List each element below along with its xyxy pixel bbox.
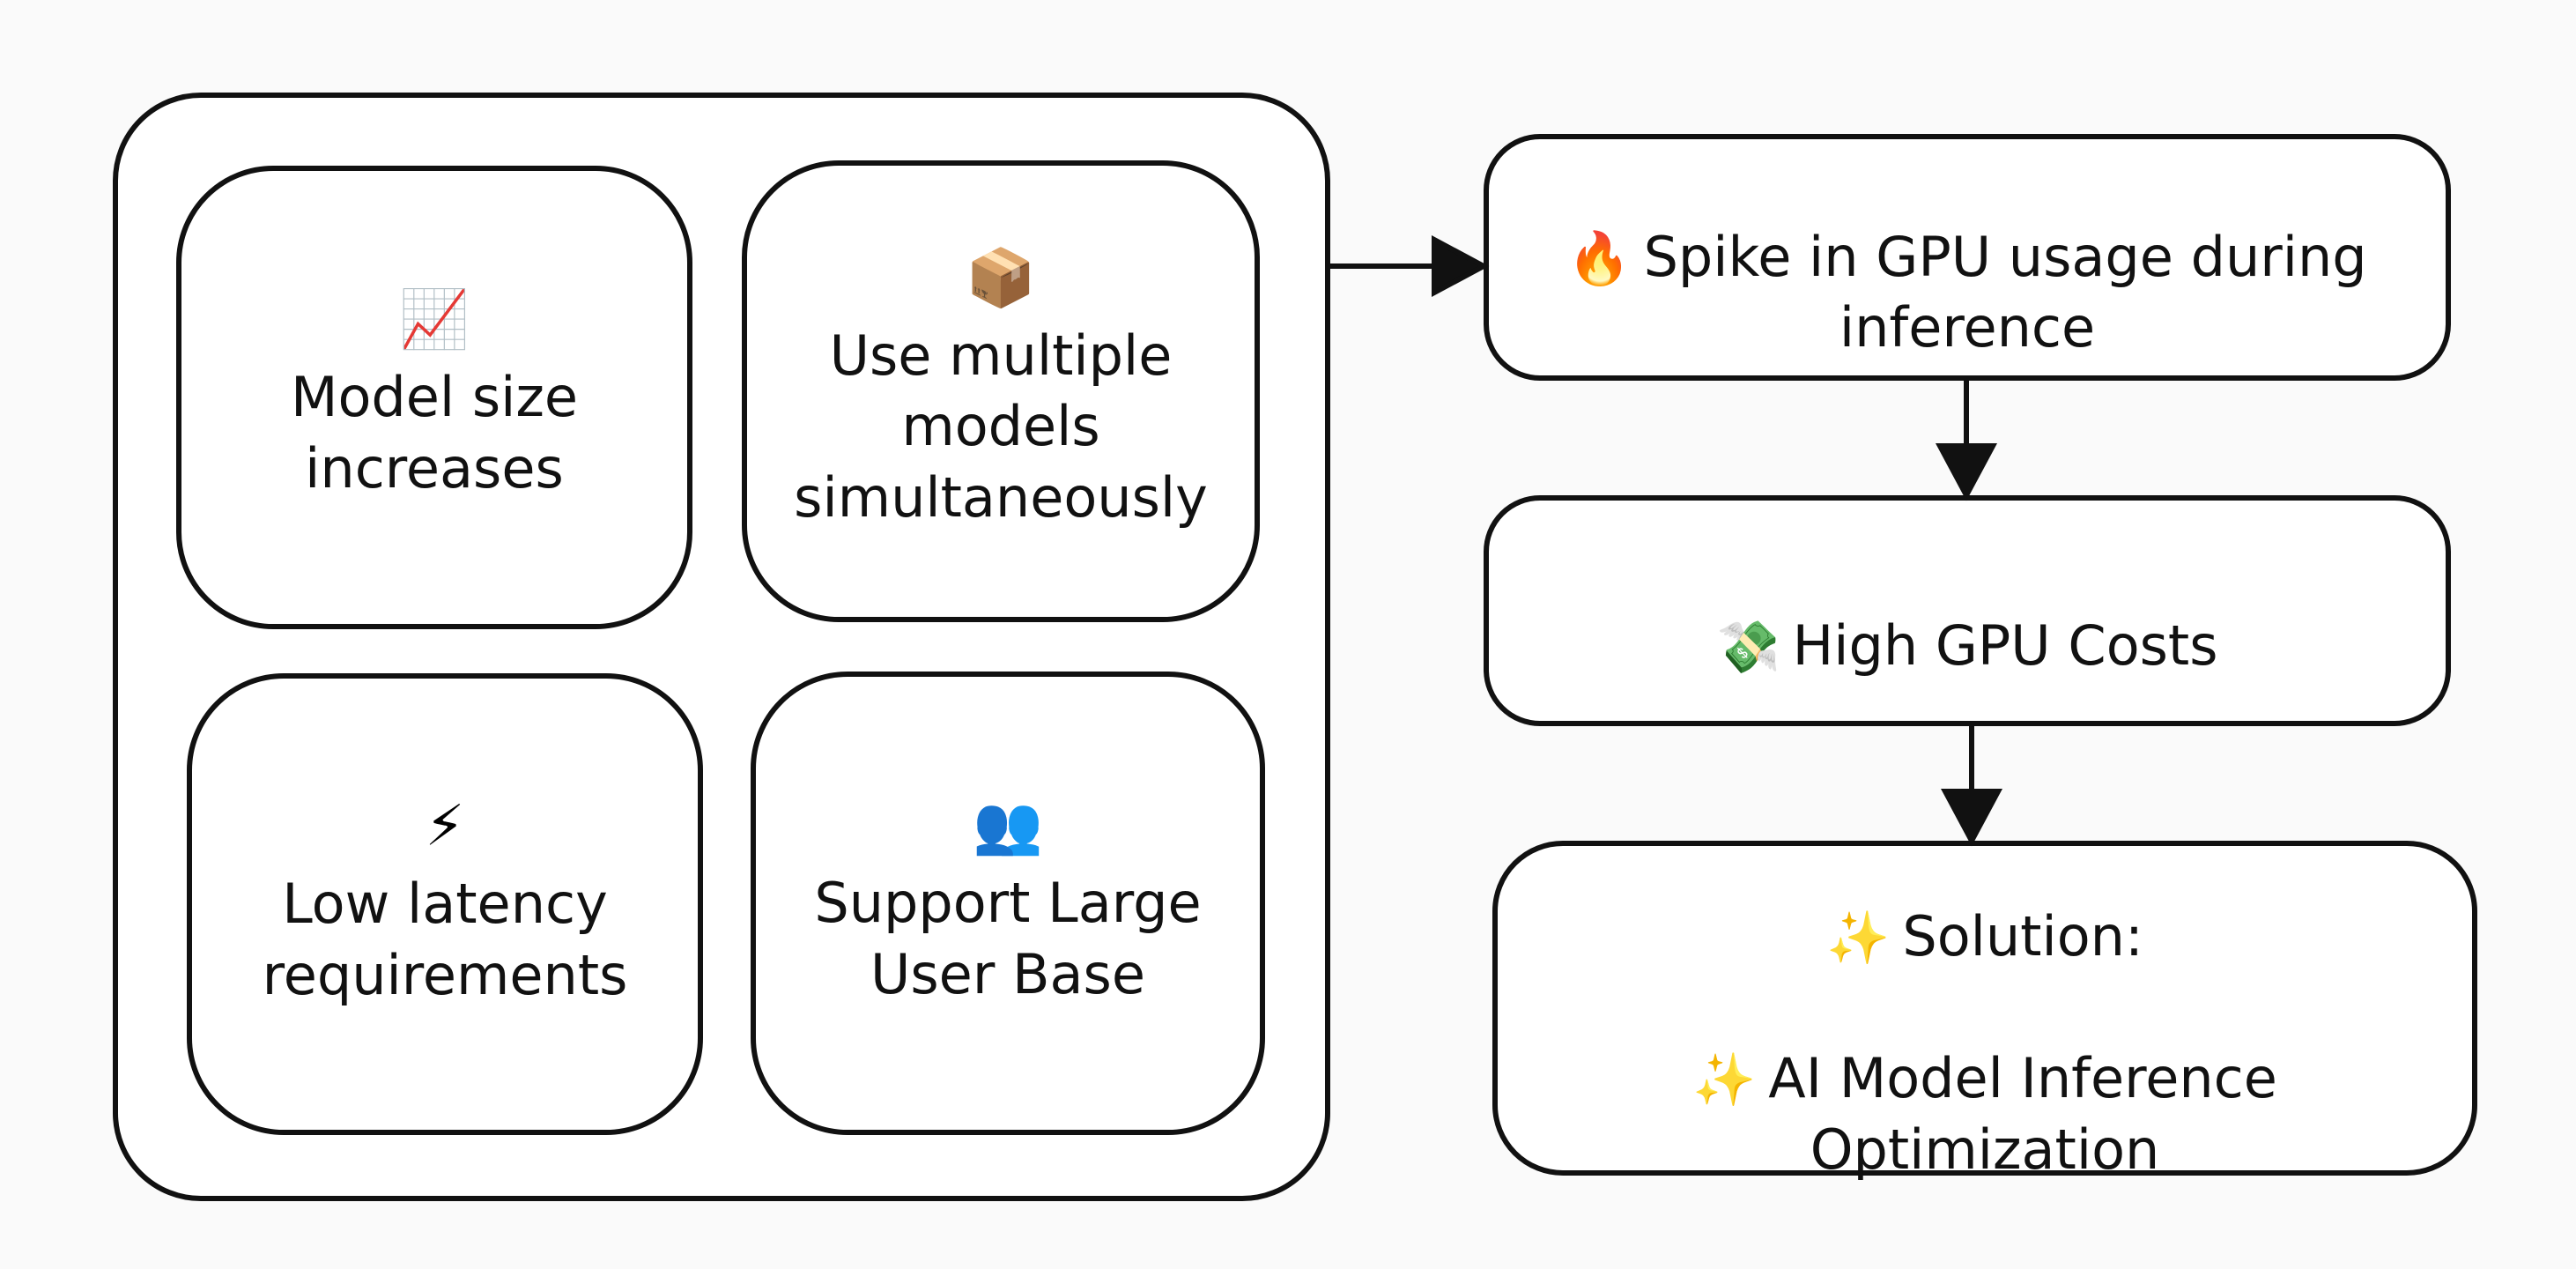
arrowhead-down-icon <box>1935 443 1998 501</box>
cause-label: Use multiple models simultaneously <box>794 323 1208 530</box>
cause-label: Low latency requirements <box>262 872 628 1007</box>
chart-increasing-icon: 📈 <box>399 286 470 352</box>
arrowhead-down-icon <box>1940 789 2003 847</box>
money-with-wings-icon: 💸 <box>1716 617 1780 677</box>
cause-low-latency: ⚡ Low latency requirements <box>187 673 703 1135</box>
gpu-spike-box: 🔥Spike in GPU usage during inference <box>1484 134 2451 381</box>
cause-label: Model size increases <box>290 365 579 501</box>
arrowhead-right-icon <box>1432 234 1490 298</box>
cause-large-user-base: 👥 Support Large User Base <box>751 672 1265 1135</box>
lightning-icon: ⚡ <box>425 793 465 859</box>
gpu-costs-label: High GPU Costs <box>1792 613 2218 678</box>
cause-label: Support Large User Base <box>814 871 1202 1006</box>
solution-label: AI Model Inference Optimization <box>1768 1046 2277 1182</box>
gpu-spike-label: Spike in GPU usage during inference <box>1643 224 2367 360</box>
users-icon: 👥 <box>973 792 1043 858</box>
solution-box: ✨Solution: ✨AI Model Inference Optimizat… <box>1492 841 2477 1182</box>
sparkles-icon: ✨ <box>1826 908 1891 968</box>
package-icon: 📦 <box>966 245 1036 311</box>
cause-model-size: 📈 Model size increases <box>176 166 692 629</box>
solution-title: Solution: <box>1902 904 2143 969</box>
sparkles-icon: ✨ <box>1692 1050 1757 1110</box>
cause-multiple-models: 📦 Use multiple models simultaneously <box>742 160 1260 622</box>
fire-icon: 🔥 <box>1567 227 1632 288</box>
